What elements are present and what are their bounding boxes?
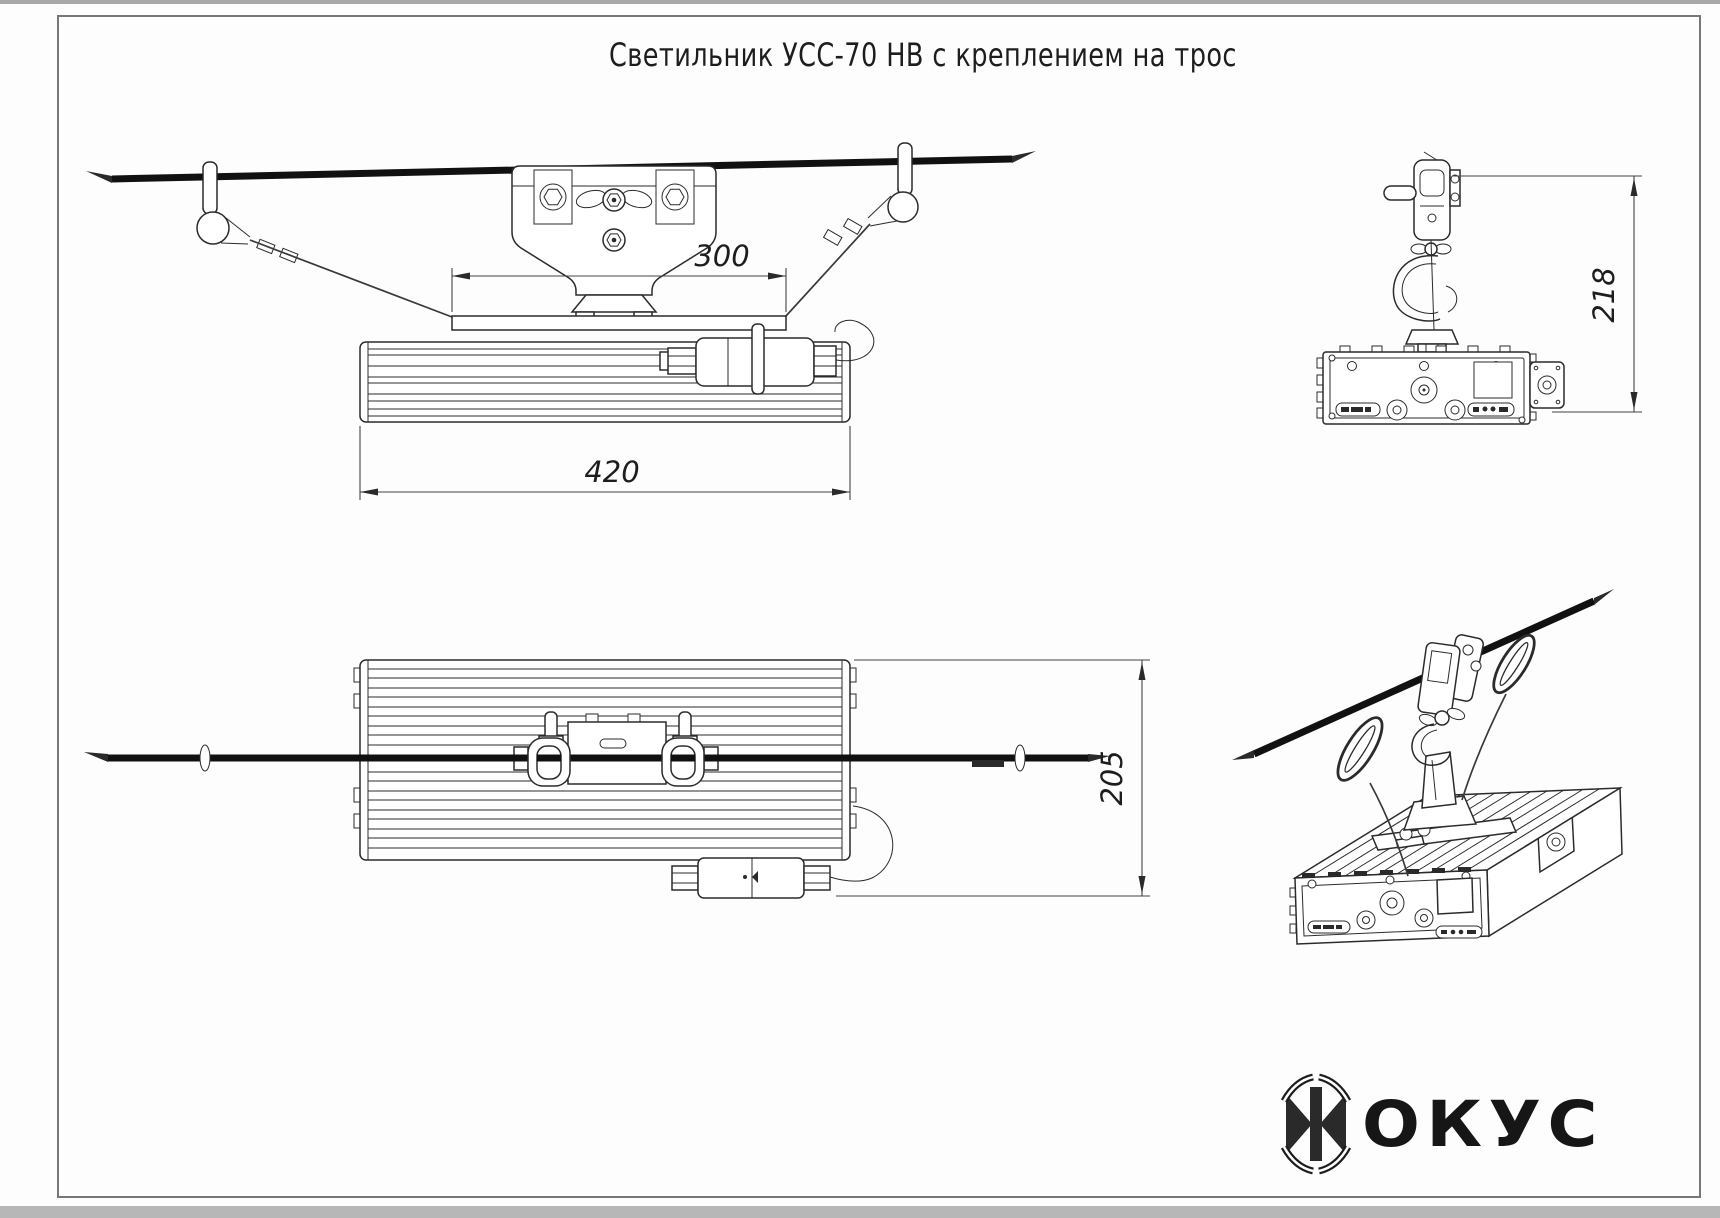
cable-gland-side (1530, 362, 1564, 408)
wing-nut (574, 187, 653, 211)
safety-cable-right (786, 224, 870, 316)
cable-clamp-iso (1412, 634, 1484, 765)
cable-hanger-left (197, 162, 452, 317)
cable-clamp-mark (972, 760, 1004, 767)
mounting-clamp (512, 166, 716, 320)
cable-clamp-side (1384, 152, 1460, 240)
inline-connector-top (672, 806, 893, 898)
dim-300-label: 300 (694, 239, 749, 273)
clamp-plate-top (514, 714, 718, 784)
product-label (1336, 403, 1380, 416)
c-hook (1393, 256, 1456, 321)
isometric-view (1232, 589, 1622, 944)
carabiner-left (1330, 712, 1408, 876)
dim-205-label: 205 (1095, 750, 1129, 805)
screenshot-top-strip (0, 0, 1720, 4)
power-cable-loop (835, 320, 874, 360)
hanger-ring-left (200, 745, 210, 771)
cable-top-view (84, 745, 1110, 771)
u-bolt-left (528, 712, 570, 786)
dimension-300: 300 (452, 239, 786, 312)
connector-pin (752, 324, 764, 394)
side-view: 218 (1317, 152, 1642, 424)
gear-tray-window-iso (1437, 878, 1473, 914)
top-view: 205 (84, 660, 1150, 898)
mounting-rail (452, 316, 786, 330)
cable-ferrules (824, 219, 862, 246)
gear-tray-window (1474, 362, 1512, 398)
brand-logo: ОКУС (1284, 1077, 1604, 1171)
dimension-205: 205 (836, 660, 1150, 896)
screenshot-bottom-strip (0, 1206, 1720, 1218)
dim-420-label: 420 (584, 455, 639, 489)
u-bolt-right (662, 712, 704, 786)
carabiner-right (1462, 630, 1542, 800)
drawing-frame (57, 15, 1701, 1198)
logo-text: ОКУС (1362, 1088, 1604, 1161)
wing-bolt-side (1411, 243, 1451, 255)
safety-cable-iso-left (1370, 783, 1408, 876)
hanger-ring-right (1015, 745, 1025, 771)
brand-label-iso (1436, 926, 1482, 938)
safety-cable-iso-right (1462, 694, 1506, 800)
dim-218-label: 218 (1587, 267, 1621, 322)
power-cable-loop-top (830, 806, 893, 881)
clamp-bolt (603, 229, 625, 251)
dimension-420: 420 (360, 426, 850, 500)
c-hook-iso (1412, 724, 1450, 765)
luminaire-end-view (1317, 346, 1564, 424)
cable-gland-iso (1538, 813, 1574, 872)
dimension-218: 218 (1452, 176, 1642, 412)
brand-label (1468, 403, 1514, 416)
page-title: Светильник УСС-70 НВ с креплением на тро… (609, 36, 1237, 74)
safety-cable-left (250, 240, 452, 317)
inline-connector-front (660, 320, 874, 394)
fokus-mark-icon (1284, 1077, 1348, 1171)
cable-hanger-right (786, 143, 918, 316)
product-label-iso (1308, 921, 1350, 933)
front-view: 300 420 (86, 143, 1036, 500)
